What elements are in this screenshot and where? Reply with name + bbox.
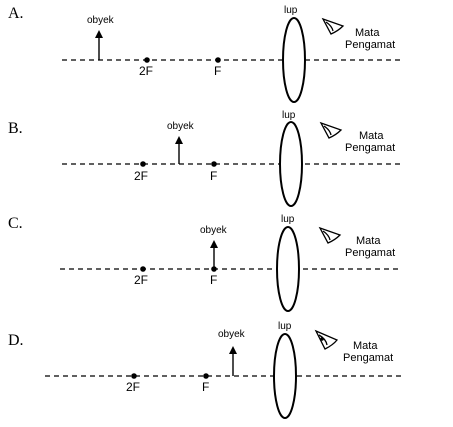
eye-icon	[321, 17, 345, 35]
eye-icon	[318, 226, 342, 244]
eye-label-line1: Mata	[356, 235, 381, 247]
eye-label-line2: Pengamat	[345, 39, 395, 51]
point-f-dot	[211, 266, 217, 272]
point-2f-dot	[140, 161, 146, 167]
eye-icon	[319, 121, 343, 139]
lens-shape	[273, 333, 297, 419]
lens-shape	[279, 121, 303, 207]
eye-pupil	[320, 337, 324, 341]
option-b-panel: B. obyek 2F F lup Mata Pengamat	[8, 110, 402, 207]
point-2f-label: 2F	[139, 64, 153, 78]
eye-label-line2: Pengamat	[345, 247, 395, 259]
object-arrow-head	[210, 240, 218, 248]
object-label: obyek	[200, 225, 228, 236]
point-f-dot	[215, 57, 221, 63]
eye-label-line2: Pengamat	[343, 352, 393, 364]
object-label: obyek	[218, 329, 246, 340]
eye-label-line1: Mata	[353, 340, 378, 352]
point-f-dot	[203, 373, 209, 379]
object-arrow-head	[175, 136, 183, 144]
object-arrow	[229, 346, 237, 376]
point-f-label: F	[202, 380, 209, 394]
lens-label: lup	[278, 321, 292, 332]
option-a-panel: A. obyek 2F F lup Mata Pengamat	[8, 5, 402, 103]
lens-label: lup	[284, 5, 298, 16]
option-c-letter: C.	[8, 215, 23, 232]
point-2f-label: 2F	[134, 169, 148, 183]
option-d-letter: D.	[8, 332, 24, 349]
eye-label-line2: Pengamat	[345, 142, 395, 154]
point-2f-dot	[140, 266, 146, 272]
object-label: obyek	[87, 15, 115, 26]
option-a-letter: A.	[8, 5, 24, 22]
point-2f-dot	[144, 57, 150, 63]
option-c-panel: C. obyek 2F F lup Mata Pengamat	[8, 214, 402, 312]
eye-label-line1: Mata	[359, 130, 384, 142]
point-2f-label: 2F	[134, 273, 148, 287]
object-arrow-head	[95, 30, 103, 38]
option-b-letter: B.	[8, 120, 23, 137]
point-f-dot	[211, 161, 217, 167]
lens-label: lup	[281, 214, 295, 225]
lens-label: lup	[282, 110, 296, 121]
point-f-label: F	[210, 273, 217, 287]
object-arrow	[175, 136, 183, 164]
object-arrow	[95, 30, 103, 60]
lens-shape	[276, 226, 300, 312]
object-label: obyek	[167, 121, 195, 132]
eye-icon	[314, 329, 339, 350]
lens-shape	[282, 17, 306, 103]
point-2f-label: 2F	[126, 380, 140, 394]
point-f-label: F	[214, 64, 221, 78]
point-f-label: F	[210, 169, 217, 183]
point-2f-dot	[131, 373, 137, 379]
object-arrow-head	[229, 346, 237, 354]
object-arrow	[210, 240, 218, 269]
option-d-panel: D. obyek 2F F lup Mata Pengamat	[8, 321, 402, 419]
eye-label-line1: Mata	[355, 27, 380, 39]
